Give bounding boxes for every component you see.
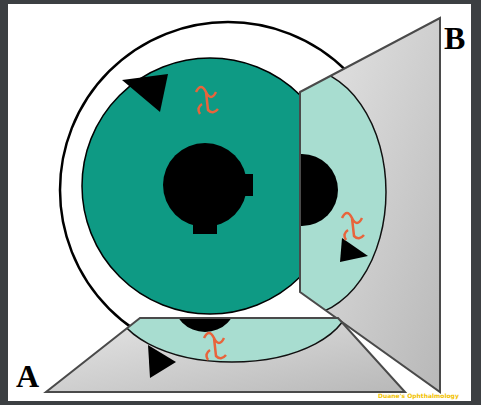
vessel-squiggle [204,333,226,360]
vessel-squiggle [196,87,218,114]
watermark: Duane's Ophthalmology [378,392,459,399]
pupil [163,143,247,227]
mirror-outline [46,318,405,392]
pupil-edge [266,154,338,226]
pupil-edge [173,268,237,332]
vessel-squiggle [342,213,364,240]
angle-wedge [340,238,368,262]
mirror-shape [10,300,410,400]
angle-wedge [122,74,168,112]
pupil-notch [243,174,253,196]
mirror-letter: B [444,22,465,54]
angle-wedge [148,345,176,378]
gonio-mirror: A [10,300,410,400]
mirror-letter: A [16,360,39,392]
mirror-view [114,238,350,378]
angle-view [114,238,350,362]
pupil-notch [193,222,217,234]
panel [8,4,471,401]
mirror-group [46,238,405,392]
